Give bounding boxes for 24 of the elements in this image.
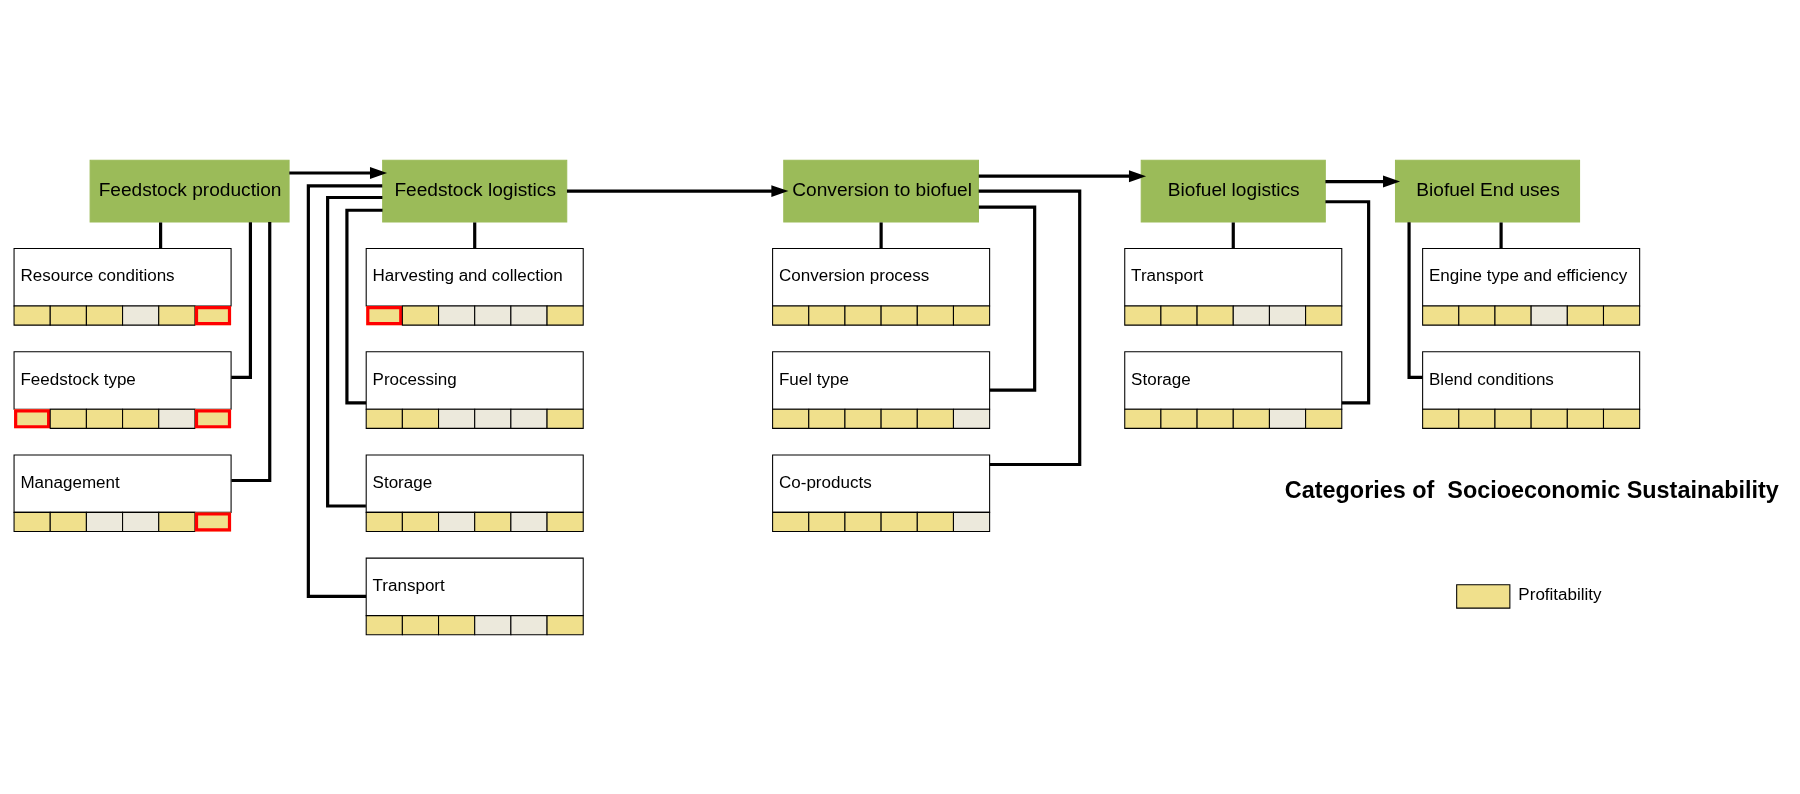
connector [978,204,1037,392]
connector [978,189,1082,466]
connector [159,221,163,248]
legend-label: Profitability [1518,584,1602,604]
connector [473,221,477,248]
connector [231,221,252,379]
arrow [566,184,789,197]
node-box: Biofuel logistics [1140,159,1326,222]
connector [1499,221,1503,248]
connector [1407,221,1423,379]
node-box: Biofuel End uses [1394,159,1581,222]
connector [231,221,272,482]
arrow [978,169,1147,182]
connector [879,221,883,248]
arrow [289,166,388,179]
connector [345,208,383,404]
label: Categories of Socioeconomic Sustainability [1284,476,1779,503]
connector [326,195,383,508]
arrow [1325,175,1401,187]
connector [306,183,383,598]
connector [1231,221,1235,248]
node-box: Feedstock logistics [382,159,568,222]
node-box: Feedstock production [89,159,290,222]
node-box: Conversion to biofuel [783,159,979,222]
